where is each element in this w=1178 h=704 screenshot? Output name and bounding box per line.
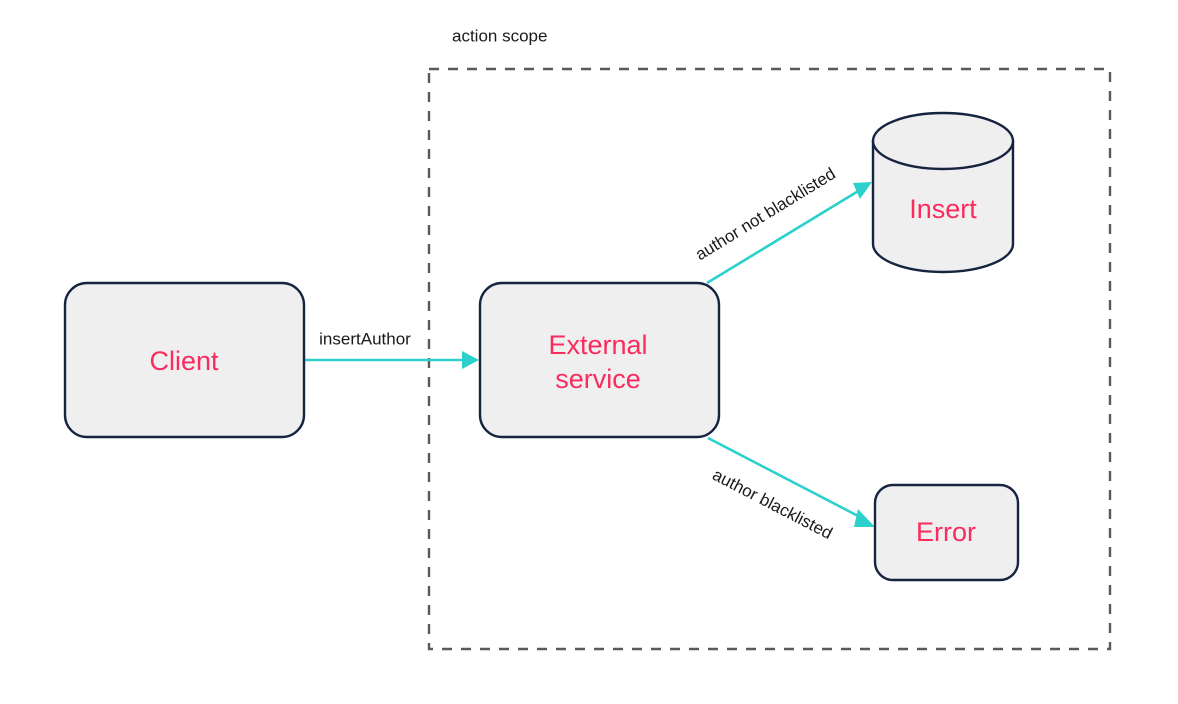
arrowhead-service-to-error [854,509,875,527]
edge-label-author-not-blacklisted: author not blacklisted [692,164,839,264]
node-external-service[interactable]: External service [478,281,721,439]
arrowhead-service-to-insert [853,182,872,199]
node-insert-label: Insert [909,194,977,224]
node-external-service-label-line1: External [548,330,647,360]
edge-label-insert-author: insertAuthor [319,329,411,348]
edge-label-author-blacklisted: author blacklisted [709,465,835,543]
node-error-label: Error [916,517,976,547]
edge-service-to-insert: author not blacklisted [692,164,872,285]
node-client-label: Client [149,346,219,376]
action-scope-label: action scope [452,26,547,45]
node-insert-cylinder-body[interactable] [871,139,1015,274]
arrowhead-client-to-service [462,351,479,369]
node-external-service-label-line2: service [555,364,641,394]
node-client-shape[interactable] [63,281,306,439]
node-insert-cylinder-top[interactable] [871,111,1015,171]
node-external-service-shape[interactable] [478,281,721,439]
node-client[interactable]: Client [63,281,306,439]
edge-client-to-service: insertAuthor [304,329,479,369]
edge-line-service-to-error [707,436,863,520]
node-error-shape[interactable] [873,483,1020,582]
edge-line-service-to-insert [706,188,861,285]
node-insert[interactable]: Insert [871,111,1015,274]
node-error[interactable]: Error [873,483,1020,582]
edge-service-to-error: author blacklisted [707,436,875,543]
